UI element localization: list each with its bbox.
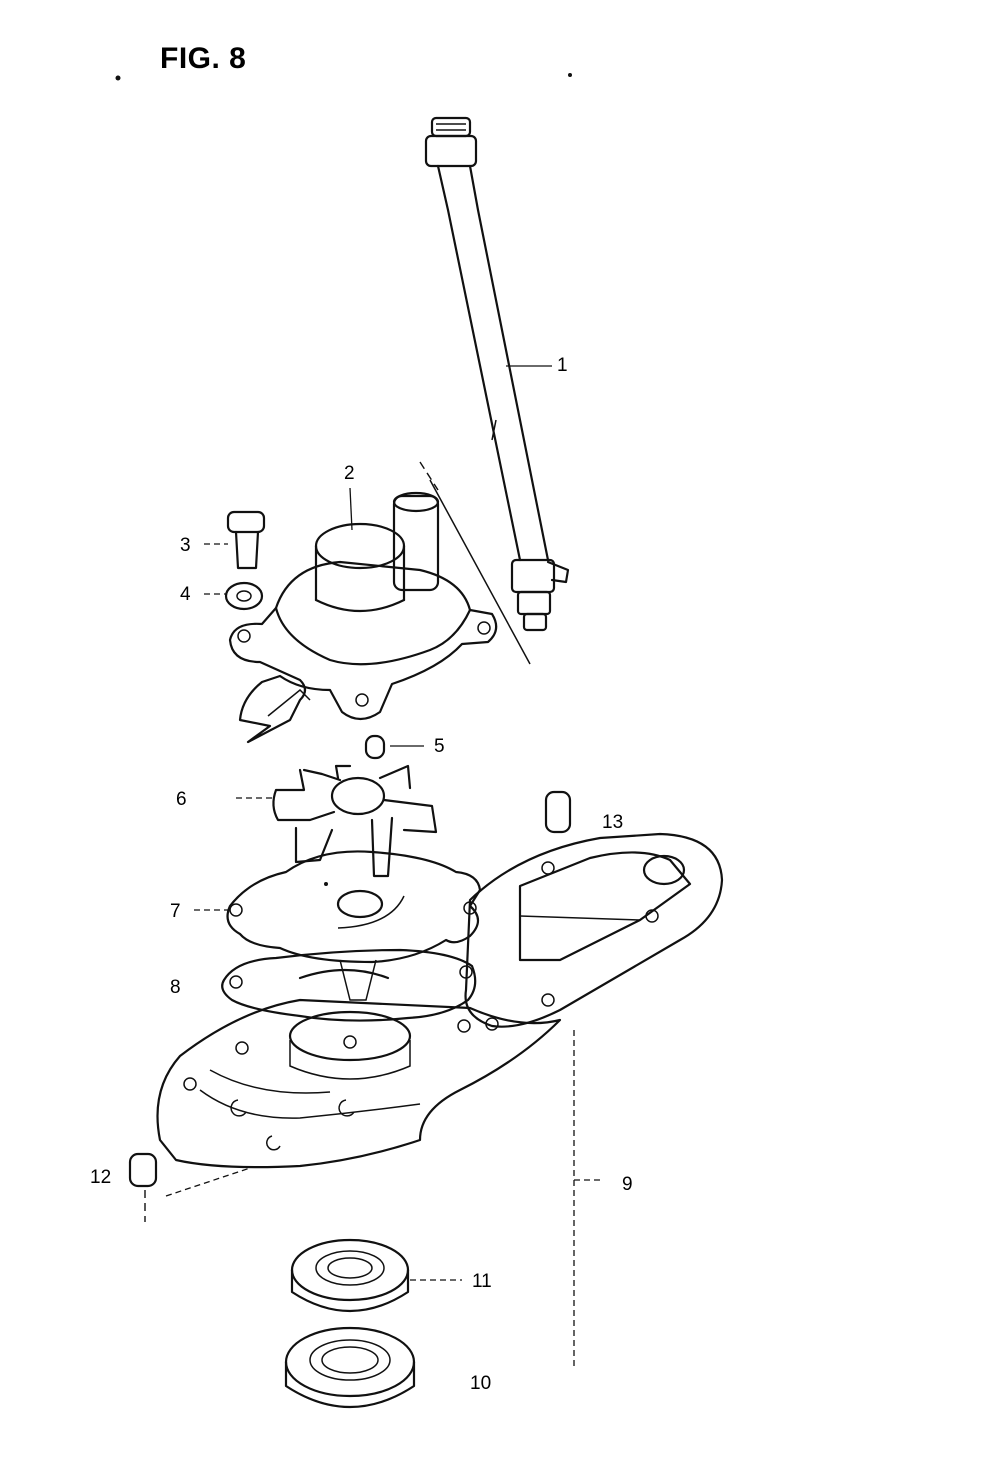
water-tube-part-1 bbox=[424, 116, 570, 632]
figure-title: FIG. 8 bbox=[160, 42, 247, 75]
callout-13: 13 bbox=[602, 812, 624, 833]
speck-mark bbox=[115, 75, 121, 81]
callout-4: 4 bbox=[180, 584, 191, 605]
callout-3: 3 bbox=[180, 535, 191, 556]
callout-2: 2 bbox=[344, 463, 355, 484]
key-part-5 bbox=[364, 734, 386, 760]
callout-6: 6 bbox=[176, 789, 187, 810]
callout-8: 8 bbox=[170, 977, 181, 998]
pump-case-part-2 bbox=[228, 461, 531, 744]
washer-part-4 bbox=[224, 581, 264, 611]
dowel-pin-part-12 bbox=[128, 1152, 158, 1222]
oil-seal-part-11 bbox=[290, 1238, 410, 1313]
callout-5: 5 bbox=[434, 736, 445, 757]
callout-11: 11 bbox=[472, 1271, 492, 1292]
leader-lines bbox=[165, 365, 600, 1368]
bolt-part-3 bbox=[226, 510, 266, 570]
speck-mark bbox=[568, 73, 572, 77]
mounting-gasket-part-13 bbox=[464, 790, 724, 1031]
callout-7: 7 bbox=[170, 901, 181, 922]
callout-12: 12 bbox=[90, 1167, 112, 1188]
oil-seal-part-10 bbox=[284, 1326, 416, 1408]
impeller-part-6 bbox=[272, 764, 438, 878]
callout-9: 9 bbox=[622, 1174, 633, 1195]
gasket-part-7 bbox=[226, 850, 482, 964]
callout-10: 10 bbox=[470, 1373, 492, 1394]
housing-plate-part-9 bbox=[156, 998, 562, 1169]
callout-1: 1 bbox=[557, 355, 568, 376]
